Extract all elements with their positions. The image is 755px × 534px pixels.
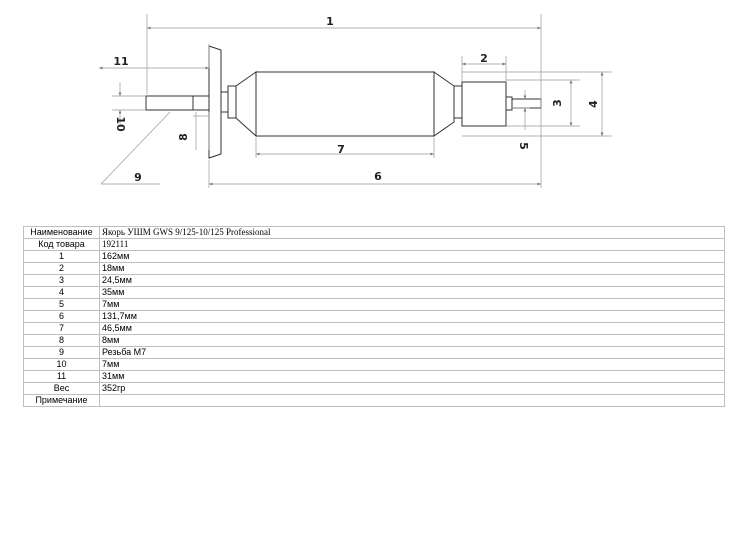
table-row: 10 7мм bbox=[23, 358, 725, 371]
row-key: Вес bbox=[23, 382, 100, 395]
row-value: 35мм bbox=[99, 286, 725, 299]
row-key: 1 bbox=[23, 250, 100, 263]
label-2: 2 bbox=[480, 52, 488, 65]
table-row: Примечание bbox=[23, 394, 725, 407]
right-collar bbox=[453, 85, 463, 119]
row-key: 5 bbox=[23, 298, 100, 311]
spec-table: Наименование Якорь УШМ GWS 9/125-10/125 … bbox=[23, 226, 725, 407]
row-key: 7 bbox=[23, 322, 100, 335]
row-value: 192111 bbox=[99, 238, 725, 251]
row-key: Код товара bbox=[23, 238, 100, 251]
row-value: 31мм bbox=[99, 370, 725, 383]
label-11: 11 bbox=[113, 55, 128, 68]
table-row: 7 46,5мм bbox=[23, 322, 725, 335]
label-5: 5 bbox=[517, 142, 530, 150]
row-value: 131,7мм bbox=[99, 310, 725, 323]
row-value: Резьба М7 bbox=[99, 346, 725, 359]
label-4: 4 bbox=[587, 100, 600, 108]
right-shaft bbox=[511, 98, 542, 109]
row-key: 2 bbox=[23, 262, 100, 275]
row-value: Якорь УШМ GWS 9/125-10/125 Professional bbox=[99, 226, 725, 239]
table-row: 1 162мм bbox=[23, 250, 725, 263]
label-1: 1 bbox=[326, 15, 334, 28]
left-shaft bbox=[145, 95, 210, 111]
table-row: 8 8мм bbox=[23, 334, 725, 347]
label-8: 8 bbox=[177, 133, 190, 141]
row-value: 8мм bbox=[99, 334, 725, 347]
armature-drawing: 1 11 10 8 9 7 6 2 3 4 5 bbox=[99, 14, 612, 188]
row-key: Наименование bbox=[23, 226, 100, 239]
rotor-core bbox=[255, 71, 435, 137]
fan-disc bbox=[208, 45, 222, 159]
row-key: Примечание bbox=[23, 394, 100, 407]
table-row: Наименование Якорь УШМ GWS 9/125-10/125 … bbox=[23, 226, 725, 239]
row-value: 18мм bbox=[99, 262, 725, 275]
row-key: 11 bbox=[23, 370, 100, 383]
table-row: 3 24,5мм bbox=[23, 274, 725, 287]
row-key: 10 bbox=[23, 358, 100, 371]
row-value bbox=[99, 394, 725, 407]
label-9: 9 bbox=[134, 171, 142, 184]
row-key: 6 bbox=[23, 310, 100, 323]
row-value: 7мм bbox=[99, 358, 725, 371]
table-row: 11 31мм bbox=[23, 370, 725, 383]
table-row: Вес 352гр bbox=[23, 382, 725, 395]
row-key: 9 bbox=[23, 346, 100, 359]
commutator bbox=[461, 81, 507, 127]
row-key: 4 bbox=[23, 286, 100, 299]
left-collar bbox=[227, 85, 237, 119]
row-value: 7мм bbox=[99, 298, 725, 311]
dimension-lines bbox=[99, 14, 612, 188]
table-row: 2 18мм bbox=[23, 262, 725, 275]
row-value: 24,5мм bbox=[99, 274, 725, 287]
right-shaft-step bbox=[505, 96, 513, 111]
left-taper bbox=[235, 71, 257, 138]
row-value: 162мм bbox=[99, 250, 725, 263]
table-row: 5 7мм bbox=[23, 298, 725, 311]
row-value: 352гр bbox=[99, 382, 725, 395]
label-7: 7 bbox=[337, 143, 345, 156]
right-taper bbox=[433, 71, 455, 137]
table-row: 9 Резьба М7 bbox=[23, 346, 725, 359]
table-row: 6 131,7мм bbox=[23, 310, 725, 323]
table-row: 4 35мм bbox=[23, 286, 725, 299]
table-row: Код товара 192111 bbox=[23, 238, 725, 251]
row-key: 3 bbox=[23, 274, 100, 287]
neck bbox=[220, 91, 229, 113]
row-key: 8 bbox=[23, 334, 100, 347]
label-3: 3 bbox=[551, 99, 564, 107]
label-10: 10 bbox=[114, 116, 127, 132]
label-6: 6 bbox=[374, 170, 382, 183]
row-value: 46,5мм bbox=[99, 322, 725, 335]
